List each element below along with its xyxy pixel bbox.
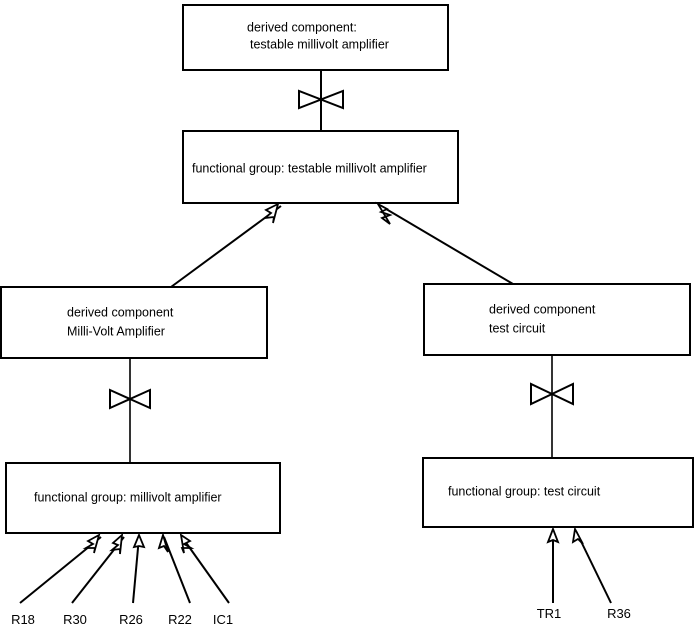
leaf-label-group-left: R18 R30 R26 R22 IC1	[11, 612, 233, 627]
node-box	[5, 462, 281, 534]
node-box	[182, 130, 459, 204]
node-label-line1: derived component:	[247, 20, 357, 34]
open-arrowhead-icon	[179, 533, 195, 554]
node-label-line2: testable millivolt amplifier	[250, 37, 389, 51]
node-functional-group-test-circuit[interactable]: functional group: test circuit	[422, 457, 694, 528]
bowtie-derivation-symbol-left	[109, 388, 151, 410]
node-label-line2: Milli-Volt Amplifier	[67, 324, 165, 338]
bowtie-derivation-symbol-top	[298, 89, 344, 110]
node-label-line1: derived component	[489, 302, 596, 316]
node-functional-group-millivolt-amplifier[interactable]: functional group: millivolt amplifier	[5, 462, 281, 534]
leaf-label-r36: R36	[607, 606, 631, 621]
leaf-label-r22: R22	[168, 612, 192, 627]
leaf-label-r18: R18	[11, 612, 35, 627]
edge-test-circuit-to-testable-group	[380, 205, 514, 285]
node-box	[0, 286, 268, 359]
open-arrowhead-icon	[132, 532, 146, 549]
leaf-label-ic1: IC1	[213, 612, 233, 627]
leaf-arrows-left	[19, 531, 230, 604]
node-label-line1: derived component	[67, 305, 174, 319]
leaf-label-group-right: TR1 R36	[537, 606, 631, 621]
leaf-label-r26: R26	[119, 612, 143, 627]
open-arrowhead-icon	[375, 201, 393, 225]
node-derived-testable-amplifier[interactable]: derived component: testable millivolt am…	[182, 4, 449, 71]
leaf-arrows-right	[546, 526, 612, 604]
node-box	[422, 457, 694, 528]
edge-mv-amp-to-testable-group	[170, 205, 282, 288]
open-arrowhead-icon	[109, 532, 124, 555]
open-arrowhead-icon	[571, 526, 584, 545]
node-label-line2: test circuit	[489, 321, 546, 335]
edge-r26-to-mv-group	[132, 536, 140, 604]
open-arrowhead-icon	[262, 202, 280, 224]
node-derived-millivolt-amplifier[interactable]: derived component Milli-Volt Amplifier	[0, 286, 268, 359]
node-label-line1: functional group: test circuit	[448, 484, 601, 498]
node-derived-test-circuit[interactable]: derived component test circuit	[423, 283, 691, 356]
node-functional-group-testable-amplifier[interactable]: functional group: testable millivolt amp…	[182, 130, 459, 204]
bowtie-derivation-symbol-right	[530, 382, 574, 406]
node-label-line1: functional group: millivolt amplifier	[34, 490, 222, 504]
leaf-label-tr1: TR1	[537, 606, 562, 621]
open-arrowhead-icon	[82, 533, 101, 554]
node-box	[423, 283, 691, 356]
leaf-label-r30: R30	[63, 612, 87, 627]
edge-r22-to-mv-group	[163, 536, 191, 604]
node-label-line1: functional group: testable millivolt amp…	[192, 161, 427, 175]
node-box	[182, 4, 449, 71]
open-arrowhead-icon	[157, 531, 169, 553]
open-arrowhead-icon	[546, 526, 560, 544]
